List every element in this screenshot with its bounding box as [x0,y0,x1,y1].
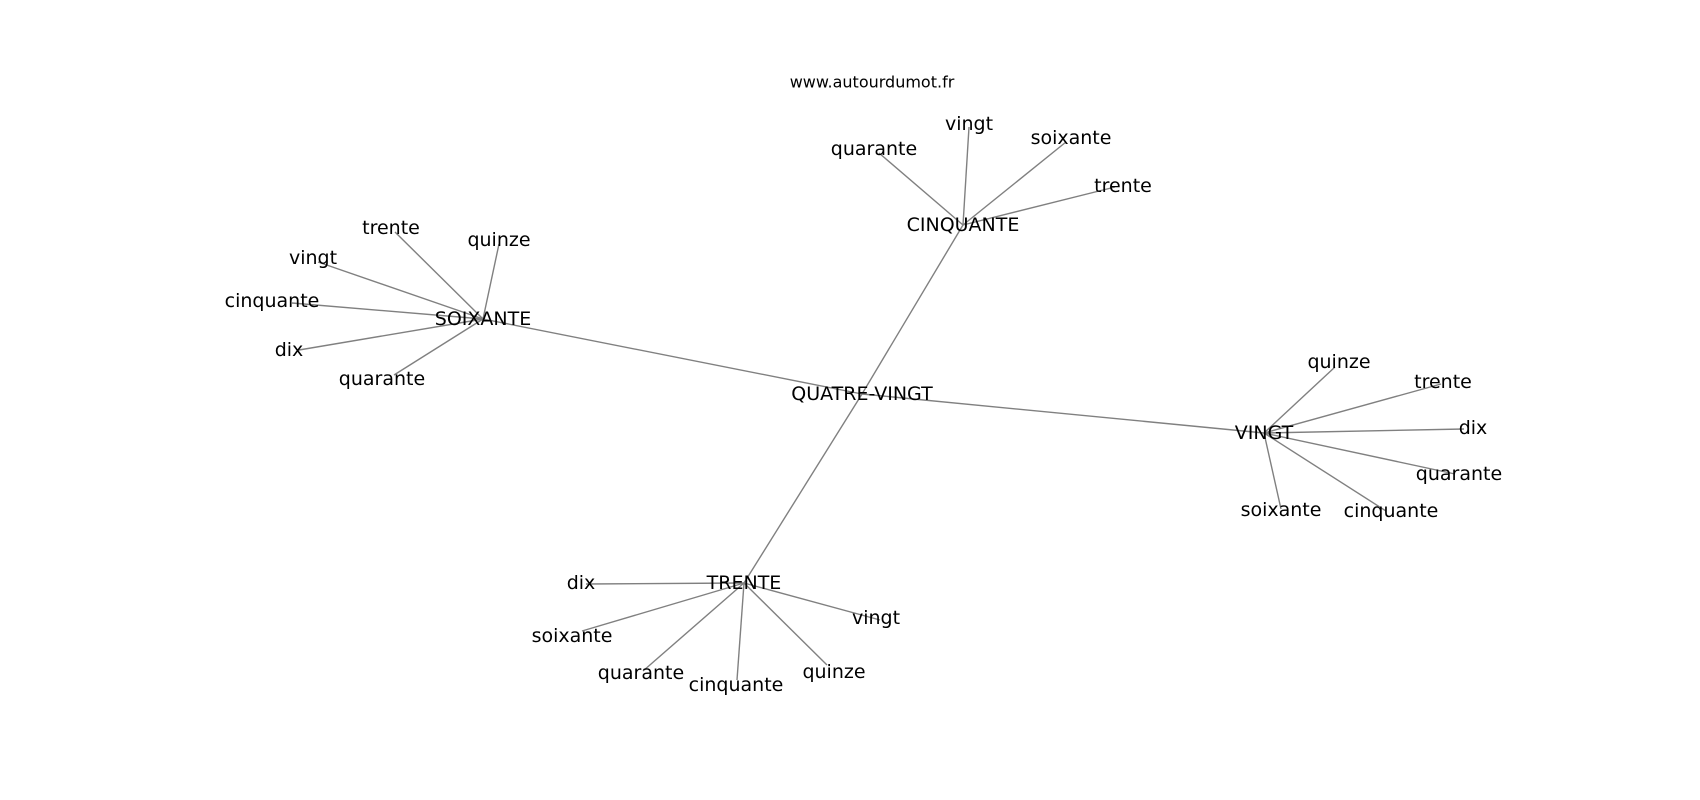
watermark-text: www.autourdumot.fr [790,73,955,92]
node-leaf[interactable]: trente [362,217,420,239]
edge-soixante-dix [298,318,484,351]
edge-soixante-cinquante [291,302,484,320]
edge-trente-dix [585,582,745,585]
node-leaf[interactable]: cinquante [689,674,784,696]
edge-trente-quinze [743,582,828,666]
edge-trente-vingt [743,582,881,621]
node-leaf[interactable]: trente [1094,175,1152,197]
edge-center-vingt [861,393,1265,434]
node-leaf[interactable]: quarante [831,138,917,160]
node-leaf[interactable]: quinze [467,229,530,251]
edge-center-cinquante [861,224,964,395]
node-leaf[interactable]: vingt [852,607,900,629]
node-hub-soixante[interactable]: SOIXANTE [435,308,531,330]
edge-cinquante-vingt [962,126,970,226]
node-leaf[interactable]: soixante [1031,127,1112,149]
node-leaf[interactable]: vingt [945,113,993,135]
node-leaf[interactable]: vingt [289,247,337,269]
node-leaf[interactable]: cinquante [1344,500,1439,522]
edge-soixante-quinze [482,243,500,320]
edge-cinquante-trente [962,186,1116,226]
edge-trente-soixante [581,582,745,632]
node-leaf[interactable]: dix [275,339,304,361]
node-leaf[interactable]: soixante [1241,499,1322,521]
node-hub-vingt[interactable]: VINGT [1235,422,1294,444]
node-leaf[interactable]: quinze [802,661,865,683]
edge-cinquante-soixante [962,141,1067,226]
edge-cinquante-quarante [878,152,964,226]
node-leaf[interactable]: dix [567,572,596,594]
edge-vingt-trente [1263,383,1442,434]
edge-trente-quarante [642,582,745,672]
node-hub-trente[interactable]: TRENTE [706,572,782,594]
node-center[interactable]: QUATRE-VINGT [791,383,933,405]
edge-center-trente [743,393,863,584]
edge-vingt-dix [1263,428,1465,434]
edge-soixante-trente [394,231,484,320]
edge-vingt-quinze [1263,366,1336,434]
node-hub-cinquante[interactable]: CINQUANTE [907,214,1020,236]
node-leaf[interactable]: quarante [1416,463,1502,485]
edge-vingt-soixante [1263,432,1282,510]
edge-vingt-quarante [1263,432,1456,475]
node-leaf[interactable]: dix [1459,417,1488,439]
edge-soixante-vingt [317,261,484,320]
edge-trente-cinquante [736,582,745,681]
edge-vingt-cinquante [1263,432,1387,512]
node-leaf[interactable]: cinquante [225,290,320,312]
edge-soixante-quarante [393,318,484,376]
node-leaf[interactable]: soixante [532,625,613,647]
node-leaf[interactable]: trente [1414,371,1472,393]
node-leaf[interactable]: quinze [1307,351,1370,373]
node-leaf[interactable]: quarante [598,662,684,684]
edge-center-soixante [482,318,863,395]
node-leaf[interactable]: quarante [339,368,425,390]
